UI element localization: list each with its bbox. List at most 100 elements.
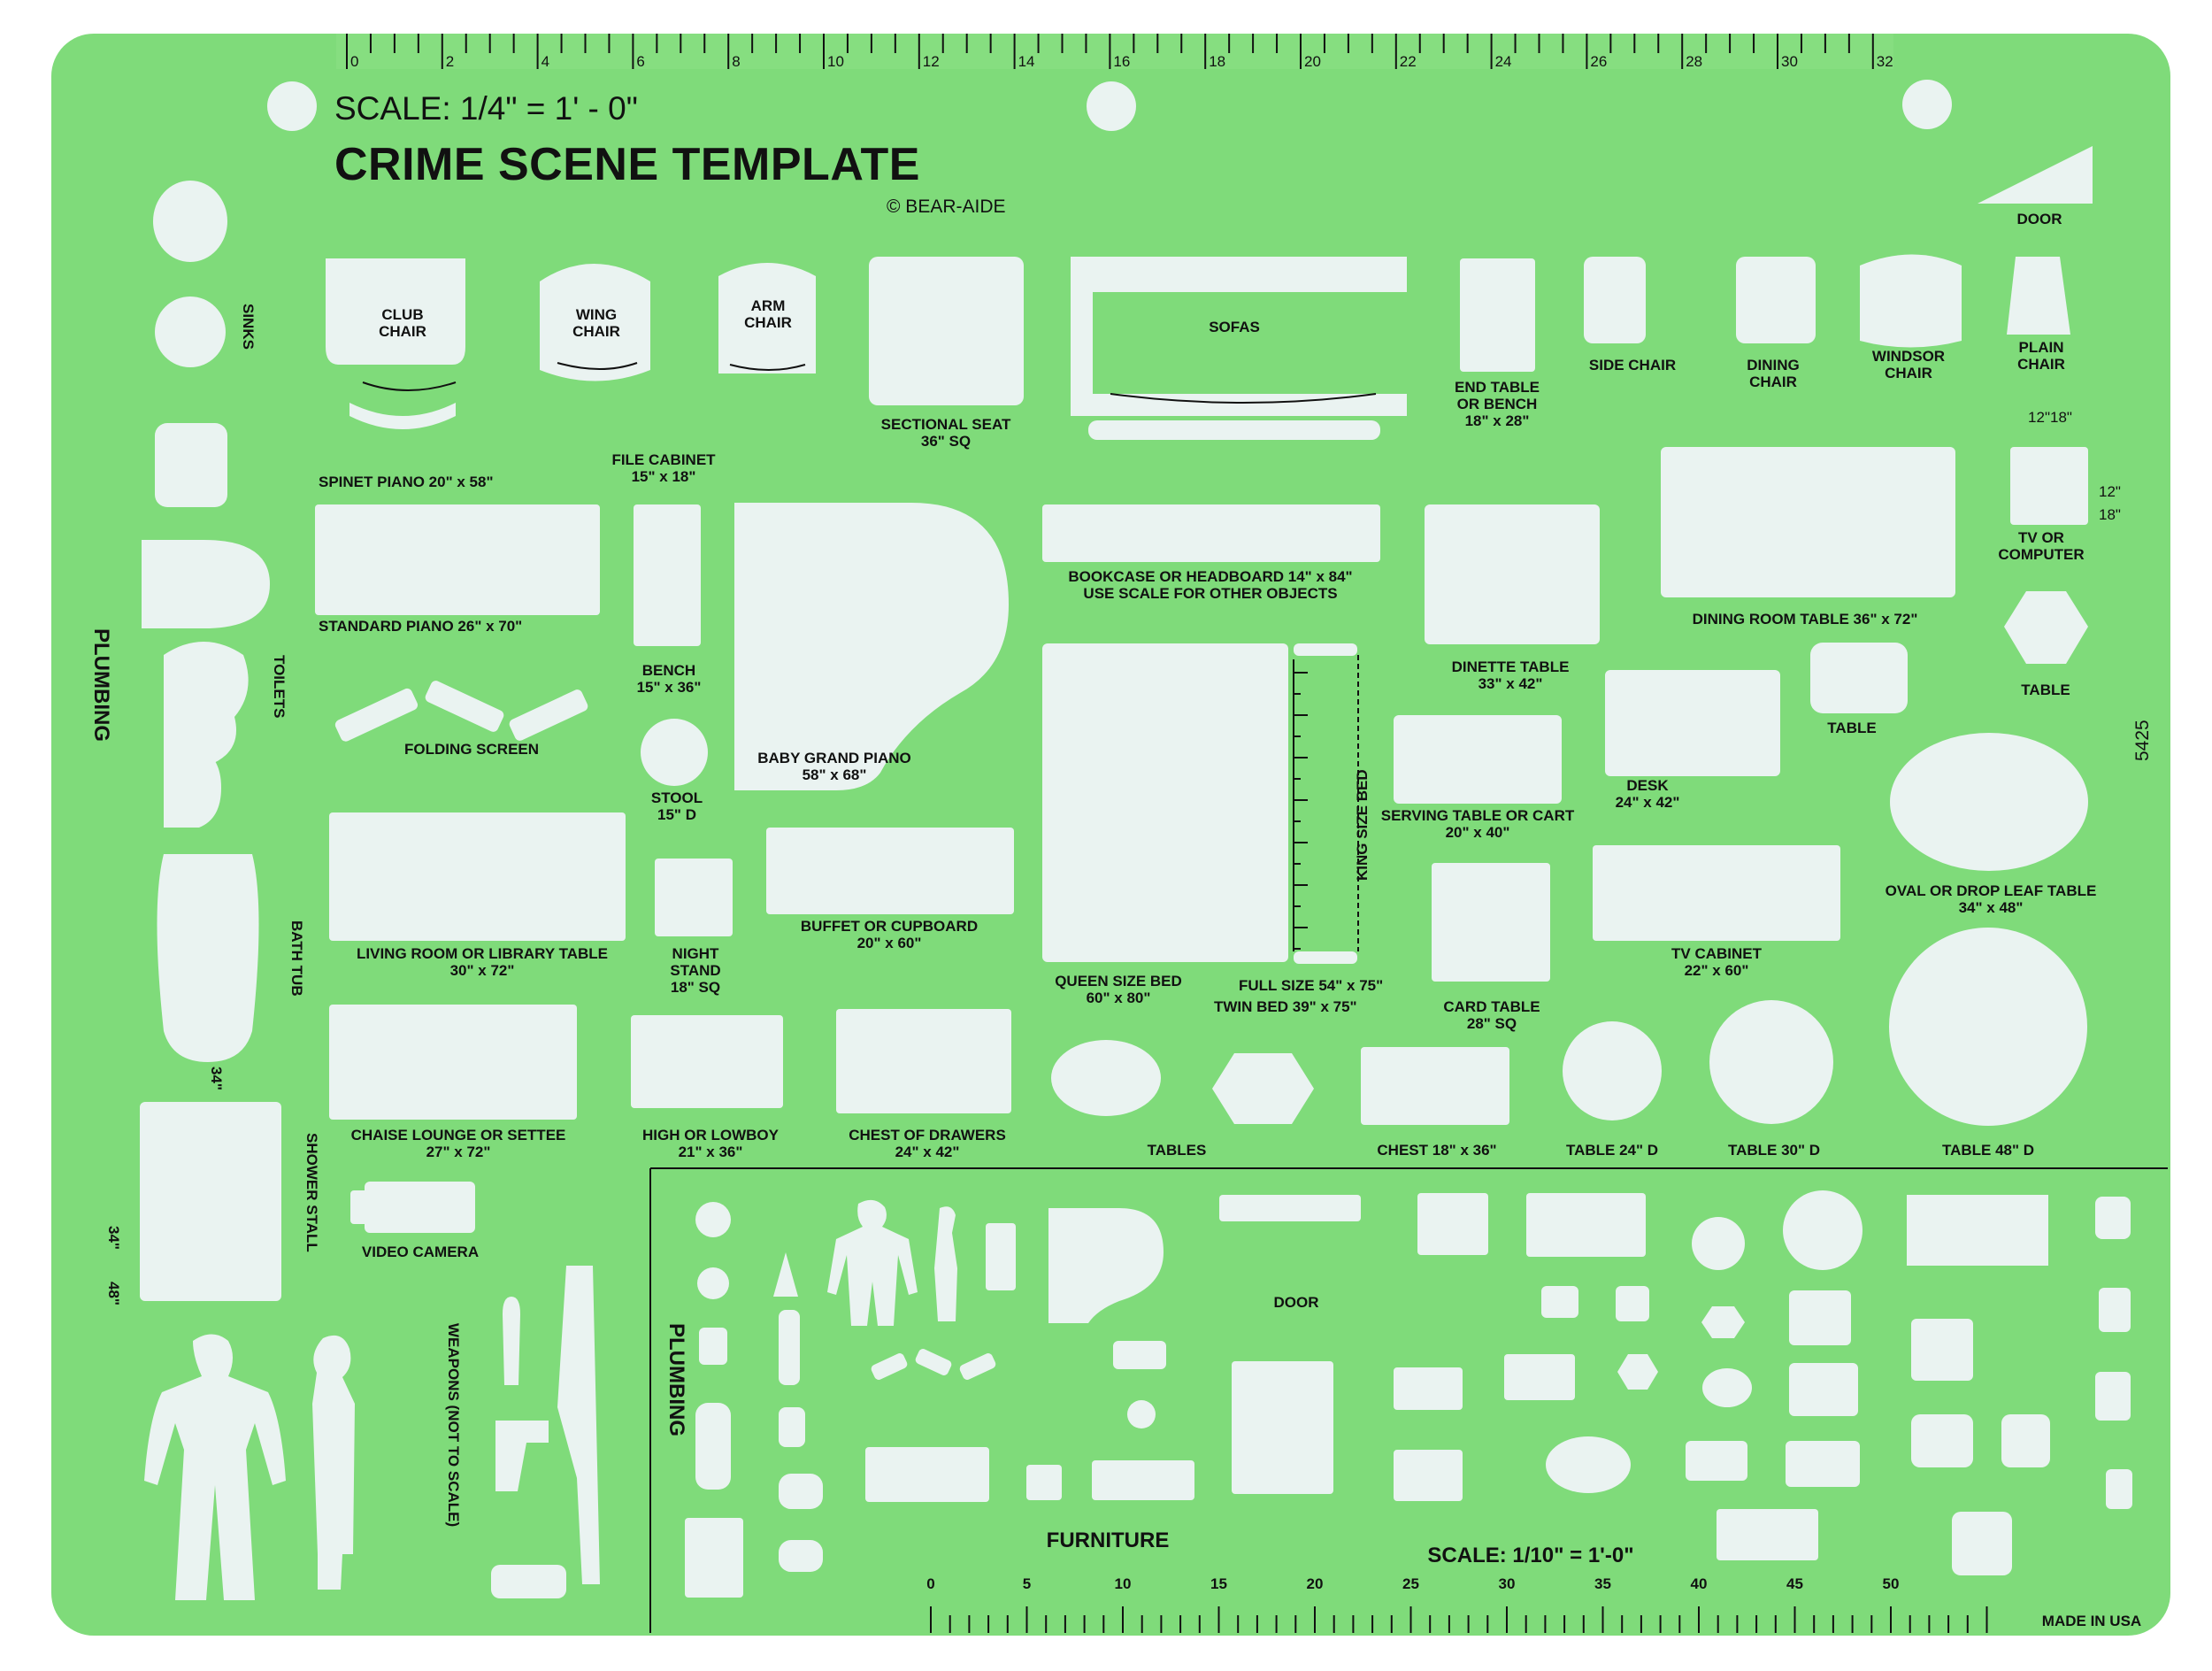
copyright-label: © BEAR-AIDE	[887, 196, 1006, 217]
inset-chest-icon	[1394, 1450, 1463, 1501]
top-ruler-label: 6	[636, 53, 645, 70]
table-hex-small-icon	[1212, 1053, 1314, 1124]
inset-chest-icon	[1417, 1193, 1488, 1255]
table-small-icon	[1810, 643, 1908, 713]
dinette-table-label: DINETTE TABLE 33" x 42"	[1451, 658, 1570, 693]
inset-stool-round-icon	[1127, 1400, 1156, 1428]
twin-bed-label: TWIN BED 39" x 75"	[1214, 998, 1357, 1015]
card-table-icon	[1432, 863, 1550, 982]
inset-card-table-icon	[1394, 1367, 1463, 1410]
bookcase-label: BOOKCASE OR HEADBOARD 14" x 84" USE SCAL…	[1068, 568, 1353, 603]
human-figure-side-icon	[312, 1335, 355, 1590]
arm-chair-arc-line	[729, 364, 806, 371]
sectional-seat-icon	[869, 257, 1024, 405]
folding-screen-panel-icon	[509, 689, 588, 741]
oval-table-icon	[1890, 733, 2088, 871]
sink-oval-icon	[153, 181, 227, 262]
living-room-table-label: LIVING ROOM OR LIBRARY TABLE 30" x 72"	[357, 945, 608, 980]
bottom-ruler-label: 0	[926, 1575, 935, 1592]
video-camera-lens-icon	[350, 1190, 370, 1224]
arm-chair-label: ARM CHAIR	[744, 297, 792, 332]
bottom-ruler-label: 5	[1022, 1575, 1032, 1592]
windsor-chair-icon	[1860, 254, 1962, 348]
bottom-ruler-label: 40	[1690, 1575, 1708, 1592]
inset-table-icon	[1686, 1441, 1747, 1481]
inset-sink-icon	[695, 1202, 731, 1237]
mount-hole-right	[1902, 80, 1952, 129]
bullet-icon	[491, 1565, 566, 1598]
sinks-label: SINKS	[240, 304, 257, 350]
bottom-ruler-ticks	[930, 1606, 1988, 1633]
top-ruler-label: 0	[350, 53, 359, 70]
full-bed-headboard-icon	[1294, 643, 1357, 656]
inset-north-arrow-icon	[773, 1252, 798, 1297]
chaise-lounge-label: CHAISE LOUNGE OR SETTEE 27" x 72"	[350, 1127, 566, 1161]
rifle-icon	[557, 1266, 600, 1584]
club-chair-arc-line	[362, 381, 457, 391]
table-30-icon	[1709, 1000, 1833, 1124]
inset-plain-chair-icon	[2099, 1288, 2131, 1332]
desk-label: DESK 24" x 42"	[1615, 777, 1680, 812]
inset-side-chair-icon	[1616, 1286, 1649, 1321]
inset-toilet-icon	[779, 1310, 800, 1385]
inset-wing-chair-icon	[2001, 1414, 2050, 1467]
end-table-label: END TABLE OR BENCH 18" x 28"	[1454, 379, 1540, 430]
table-hex-icon	[2004, 591, 2088, 664]
bottom-ruler-label: 10	[1114, 1575, 1132, 1592]
sofa-icon	[1071, 257, 1407, 416]
inset-scale-label: SCALE: 1/10" = 1'-0"	[1427, 1544, 1634, 1567]
top-ruler-label: 26	[1590, 53, 1608, 70]
inset-buffet-icon	[1092, 1460, 1194, 1500]
inset-oval-table-icon	[1546, 1436, 1631, 1493]
mount-hole-center	[1087, 81, 1136, 131]
arm-chair-icon	[718, 263, 816, 373]
inset-screen-icon	[915, 1349, 952, 1375]
top-ruler-label: 30	[1781, 53, 1798, 70]
end-table-icon	[1460, 258, 1535, 372]
inset-human-icon	[827, 1199, 918, 1326]
top-ruler-label: 18	[1209, 53, 1226, 70]
made-in-usa-label: MADE IN USA	[2041, 1613, 2142, 1629]
model-number: 5425	[2132, 720, 2153, 761]
wing-chair-arc-line	[557, 362, 638, 370]
table-48-label: TABLE 48" D	[1941, 1142, 2035, 1159]
top-ruler-label: 4	[541, 53, 550, 70]
full-size-label: FULL SIZE 54" x 75"	[1239, 977, 1384, 994]
furniture-label: FURNITURE	[1046, 1529, 1170, 1552]
file-cabinet-icon	[634, 504, 701, 646]
inset-screen-icon	[871, 1353, 908, 1380]
inset-table-icon	[1786, 1441, 1860, 1487]
table-oval-small-icon	[1051, 1040, 1161, 1116]
chest-of-drawers-icon	[836, 1009, 1011, 1113]
weapons-label: WEAPONS (NOT TO SCALE)	[445, 1323, 462, 1528]
video-camera-icon	[365, 1182, 475, 1233]
sofas-label: SOFAS	[1209, 319, 1260, 335]
inset-chair-icon	[2095, 1372, 2131, 1421]
chest-label: CHEST 18" x 36"	[1377, 1142, 1497, 1159]
inset-hex-icon	[1617, 1354, 1658, 1390]
queen-bed-label: QUEEN SIZE BED 60" x 80"	[1055, 973, 1182, 1007]
inset-serving-icon	[1504, 1354, 1575, 1400]
inset-cabinet-icon	[986, 1223, 1016, 1290]
handgun-icon	[495, 1421, 549, 1491]
plain-chair-label: PLAIN CHAIR	[2017, 339, 2065, 373]
table-30-label: TABLE 30" D	[1727, 1142, 1821, 1159]
inset-toilet-icon	[779, 1540, 823, 1572]
tables-label: TABLES	[1147, 1142, 1207, 1159]
bath-tub-label: BATH TUB	[288, 920, 305, 997]
door-label: DOOR	[2016, 211, 2062, 227]
sink-round-icon	[155, 296, 226, 367]
club-chair-arc-icon	[349, 403, 456, 429]
buffet-label: BUFFET OR CUPBOARD 20" x 60"	[800, 918, 979, 952]
top-ruler-label: 10	[827, 53, 844, 70]
inset-toilet-icon	[779, 1474, 823, 1509]
dining-chair-label: DINING CHAIR	[1747, 357, 1800, 391]
shower-stall-label: SHOWER STALL	[303, 1133, 320, 1252]
inset-screen-icon	[959, 1353, 996, 1380]
top-ruler-label: 22	[1399, 53, 1417, 70]
dim-48-label: 48"	[105, 1282, 122, 1305]
twin-bed-foot-icon	[1294, 951, 1357, 964]
plumbing-inset-label: PLUMBING	[664, 1323, 688, 1436]
